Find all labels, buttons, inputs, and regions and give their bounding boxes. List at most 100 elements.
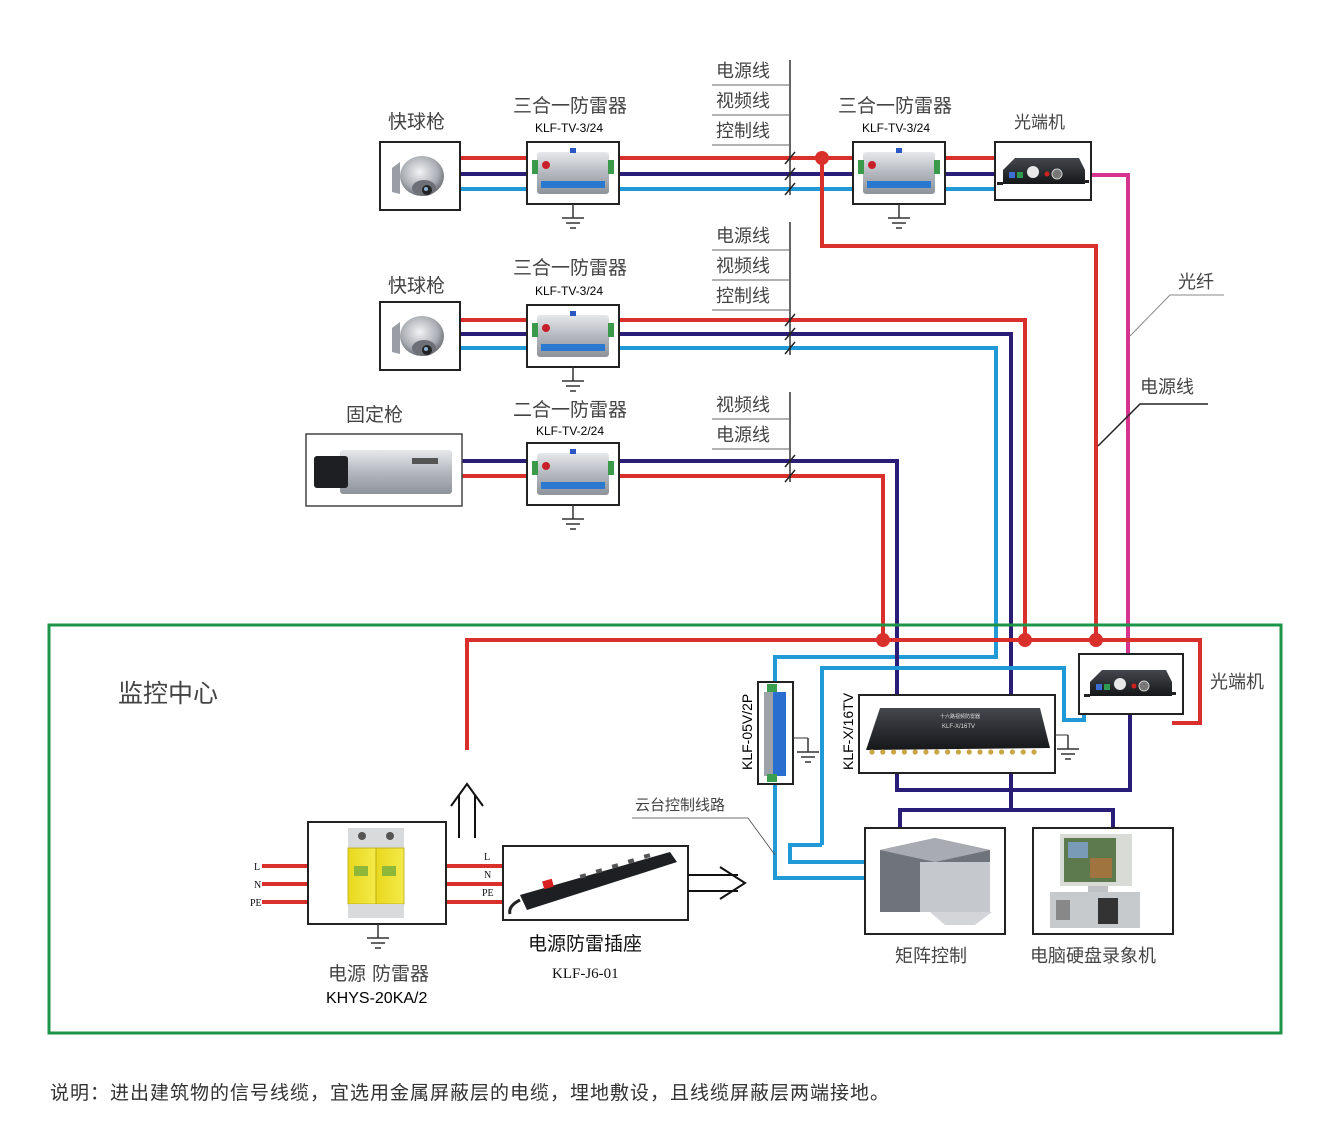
- camera-label: 固定枪: [346, 404, 403, 426]
- cable-break-marks: [784, 454, 796, 483]
- bnc-connector: [988, 749, 994, 755]
- callouts: 光纤 电源线: [1097, 272, 1224, 447]
- bnc-connector: [977, 749, 983, 755]
- cable-label: 电源线: [716, 61, 770, 82]
- surge-title: 二合一防雷器: [513, 399, 627, 421]
- cable-label: 电源线: [716, 425, 770, 446]
- center-optical-transceiver: 光端机: [1078, 653, 1264, 715]
- camera-label: 快球枪: [388, 111, 445, 133]
- bnc-connector: [901, 749, 908, 755]
- klfx-plate-title: 十六路视频防雷器: [940, 713, 980, 720]
- dvr-computer: 电脑硬盘录象机: [1030, 827, 1174, 967]
- video-out-bus: [895, 712, 1132, 792]
- ground-icon: [561, 504, 585, 530]
- bnc-connector: [945, 749, 951, 755]
- phase-label: L: [254, 862, 260, 873]
- klfx-plate-model: KLF-X/16TV: [942, 724, 975, 730]
- klfx-model: KLF-X/16TV: [840, 692, 856, 770]
- dvr-label: 电脑硬盘录象机: [1030, 946, 1156, 967]
- remote-surge-model: KLF-TV-3/24: [862, 121, 930, 135]
- phase-label-out: PE: [482, 888, 494, 899]
- camera-label: 快球枪: [388, 275, 445, 297]
- bnc-connector: [891, 749, 897, 755]
- cable-label: 视频线: [716, 91, 770, 112]
- junction-dots: [815, 151, 1103, 647]
- phase-label: N: [254, 880, 261, 891]
- control-line-matrix: [820, 666, 1086, 845]
- cable-break-marks: [784, 313, 796, 355]
- control-center-boundary: [47, 623, 1283, 1035]
- ground-icon: [561, 366, 585, 392]
- optical-label: 光端机: [1014, 113, 1065, 133]
- phase-label-out: N: [484, 870, 491, 881]
- phase-label: PE: [250, 898, 262, 909]
- phase-label-out: L: [484, 852, 490, 863]
- row1-power-drop: [820, 158, 1098, 640]
- ground-icon: [561, 203, 585, 229]
- power-bus: [465, 638, 1202, 750]
- center-optical-label: 光端机: [1210, 672, 1264, 693]
- power-callout: 电源线: [1140, 377, 1194, 398]
- junction-dot: [1018, 633, 1032, 647]
- row2-control-wire: [460, 346, 998, 682]
- box-camera-icon: [305, 433, 463, 507]
- up-arrow-icon: [450, 782, 484, 838]
- ground-icon: [1056, 734, 1080, 760]
- ground-icon: [366, 923, 390, 949]
- matrix-controller: 矩阵控制: [864, 827, 1006, 967]
- power-spd-model: KHYS-20KA/2: [326, 990, 427, 1007]
- wiring: [262, 156, 1202, 904]
- bnc-connector: [1009, 749, 1016, 755]
- fiber-callout: 光纤: [1178, 272, 1214, 293]
- surge-protector-icon: [526, 304, 620, 368]
- surge-protector-icon: [852, 141, 946, 205]
- bnc-connector: [912, 749, 918, 755]
- control-line-klf05: [773, 785, 865, 880]
- fiber-line: [1090, 173, 1130, 655]
- footer-note: 说明：进出建筑物的信号线缆，宜选用金属屏蔽层的电缆，埋地敷设，且线缆屏蔽层两端接…: [50, 1082, 891, 1104]
- bnc-connector: [999, 749, 1005, 755]
- surge-protector-icon: [526, 141, 620, 205]
- bnc-connector: [1020, 749, 1026, 755]
- matrix-label: 矩阵控制: [895, 946, 967, 967]
- cable-label: 视频线: [716, 256, 770, 277]
- bnc-connector: [955, 749, 962, 755]
- surge-title: 三合一防雷器: [513, 257, 627, 279]
- klf05-model: KLF-05V/2P: [739, 694, 755, 770]
- surge-model: KLF-TV-3/24: [535, 121, 603, 135]
- junction-dot: [815, 151, 829, 165]
- bnc-connector: [880, 749, 886, 755]
- row2-video-wire: [460, 332, 1013, 695]
- control-line-matrix-2: [788, 843, 865, 864]
- power-strip-pdu: 电源防雷插座 KLF-J6-01: [502, 845, 689, 982]
- row3-power-wire: [462, 474, 885, 640]
- junction-dot: [876, 633, 890, 647]
- surge-title: 三合一防雷器: [513, 95, 627, 117]
- surge-model: KLF-TV-2/24: [536, 424, 604, 438]
- cable-label: 电源线: [716, 226, 770, 247]
- bnc-connector: [934, 749, 940, 755]
- junction-dot: [1089, 633, 1103, 647]
- remote-surge-title: 三合一防雷器: [838, 95, 952, 117]
- bnc-connector: [923, 749, 929, 755]
- klf-05v-device: KLF-05V/2P: [739, 681, 820, 785]
- control-center-title: 监控中心: [118, 679, 218, 708]
- pdu-model: KLF-J6-01: [552, 966, 619, 982]
- row2: 快球枪 三合一防雷器 KLF-TV-3/24 电源线 视频线 控制线: [379, 222, 796, 392]
- bnc-connector: [966, 749, 972, 755]
- dome-camera-icon: [379, 301, 461, 371]
- bnc-connector: [1031, 749, 1037, 755]
- klf-x16tv-device: 十六路视频防雷器 KLF-X/16TV KLF-X/16TV: [840, 692, 1080, 774]
- row3: 固定枪 二合一防雷器 KLF-TV-2/24 视频线 电源线: [305, 392, 796, 530]
- power-surge-protector: L N PE L N PE 电源 防雷器 KHYS-20KA/2: [250, 821, 494, 1007]
- row1: 快球枪 三合一防雷器 KLF-TV-3/24 电源线 视频线 控制线 三合一防雷…: [379, 60, 1092, 229]
- dome-camera-icon: [379, 141, 461, 211]
- pdu-title: 电源防雷插座: [528, 933, 642, 955]
- cable-label: 控制线: [716, 121, 770, 142]
- power-spd-title: 电源 防雷器: [328, 963, 429, 985]
- cable-break-marks: [784, 151, 796, 196]
- video-out-split: [898, 808, 1115, 828]
- ground-icon: [796, 737, 820, 763]
- cable-label: 控制线: [716, 286, 770, 307]
